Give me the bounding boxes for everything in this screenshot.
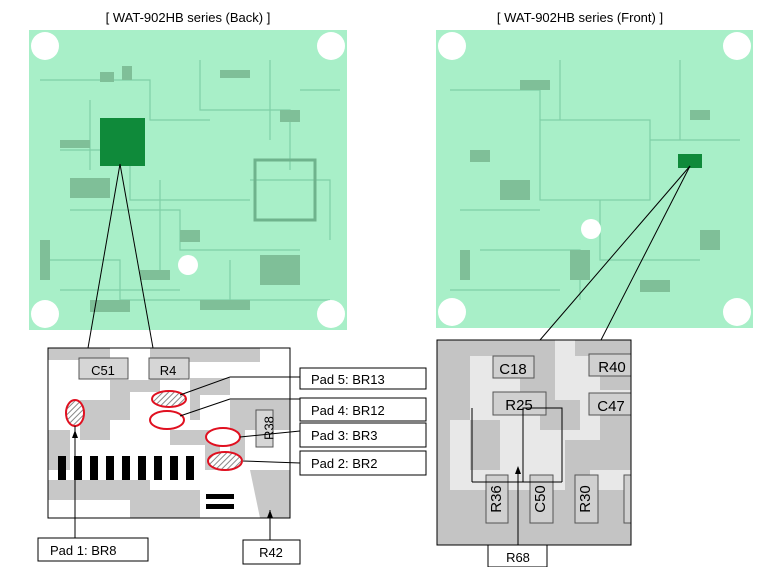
component-label-r38: R38 [261, 416, 276, 440]
callout-r42: R42 [259, 545, 283, 560]
callout-pad1: Pad 1: BR8 [50, 543, 117, 558]
component-label-r25: R25 [505, 397, 533, 414]
component-label-r4: R4 [160, 363, 177, 378]
back-zoom-connectors [87, 163, 154, 349]
callout-box-pad4 [299, 397, 427, 422]
front-zoom-panel [436, 339, 632, 546]
callout-pad5: Pad 5: BR13 [311, 372, 385, 387]
pad-2-marker [207, 451, 243, 471]
callout-box-pad1 [37, 537, 149, 562]
component-label-c51: C51 [91, 363, 115, 378]
component-label-r36: R36 [488, 485, 505, 513]
front-zoom-connectors [539, 165, 691, 341]
callout-box-pad2 [299, 450, 427, 476]
front-title: [ WAT-902HB series (Front) ] [497, 10, 663, 25]
pad-5-marker [151, 390, 187, 408]
component-label-r40: R40 [598, 359, 626, 376]
callout-pad3: Pad 3: BR3 [311, 428, 378, 443]
component-label-c47: C47 [597, 398, 625, 415]
back-board-image [29, 30, 347, 330]
front-board-image [436, 30, 753, 328]
component-label-c18: C18 [499, 361, 527, 378]
pad-1-marker [65, 399, 85, 427]
front-r68-bracket [471, 407, 563, 545]
pad-4-marker [149, 410, 185, 430]
callout-box-r42 [242, 539, 301, 565]
callout-pad2: Pad 2: BR2 [311, 456, 378, 471]
back-title: [ WAT-902HB series (Back) ] [106, 10, 271, 25]
callout-box-r68 [487, 544, 548, 567]
callout-box-pad5 [299, 367, 427, 390]
callout-r68: R68 [506, 550, 530, 565]
pad-3-marker [205, 427, 241, 447]
component-label-c50: C50 [532, 485, 549, 513]
callout-pad4: Pad 4: BR12 [311, 403, 385, 418]
callout-box-pad3 [299, 422, 427, 448]
component-label-r30: R30 [577, 485, 594, 513]
